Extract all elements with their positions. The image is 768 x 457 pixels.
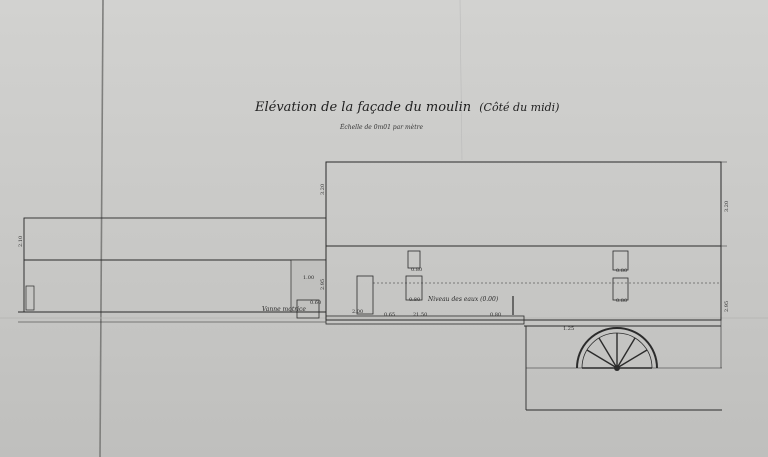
dim-right-lower: 2.95 [724,300,730,312]
dim-door-height: 2.00 [352,309,364,315]
trough [296,299,320,319]
low-wing-roof [23,217,327,261]
window-upper-right [612,250,629,271]
fold-line-vertical [99,0,104,457]
dim-window-2: 0.80 [409,297,421,303]
dim-right-upper: 3.20 [724,200,730,212]
mill-roof [325,161,722,247]
dim-step: 0.60 [310,300,322,306]
label-level-note: Niveau des eaux (0.00) [428,296,499,303]
dim-window-3: 0.80 [616,268,628,274]
drawing-title: Elévation de la façade du moulin (Côté d… [255,100,559,115]
low-wing-wall [23,259,327,313]
dim-mill-lower: 2.95 [320,278,326,290]
dim-channel-depth: 1.25 [563,326,575,332]
dim-window-4: 0.80 [616,298,628,304]
dim-window-1: 0.80 [411,267,423,273]
dim-mill-upper: 3.20 [320,183,326,195]
label-tail-water: Vanne motrice [262,306,306,313]
mill-door [356,275,374,315]
dim-low-wing: 2.10 [18,235,24,247]
dim-base-length: 21.50 [413,312,428,318]
title-side: (Côté du midi) [479,101,560,114]
window-lower-left [405,275,423,301]
window-lower-right [612,277,629,301]
dim-sill-level: 0.65 [384,312,396,318]
dim-small-gap: 0.80 [490,312,502,318]
dim-door-width: 1.00 [303,275,315,281]
mill-plinth [325,315,525,325]
scale-note: Échelle de 0m01 par mètre [340,124,424,131]
fold-line-right [459,0,463,161]
window-upper-left [407,250,421,269]
title-main: Elévation de la façade du moulin [255,100,472,115]
water-wheel [576,327,658,371]
scale-figure [25,285,35,311]
